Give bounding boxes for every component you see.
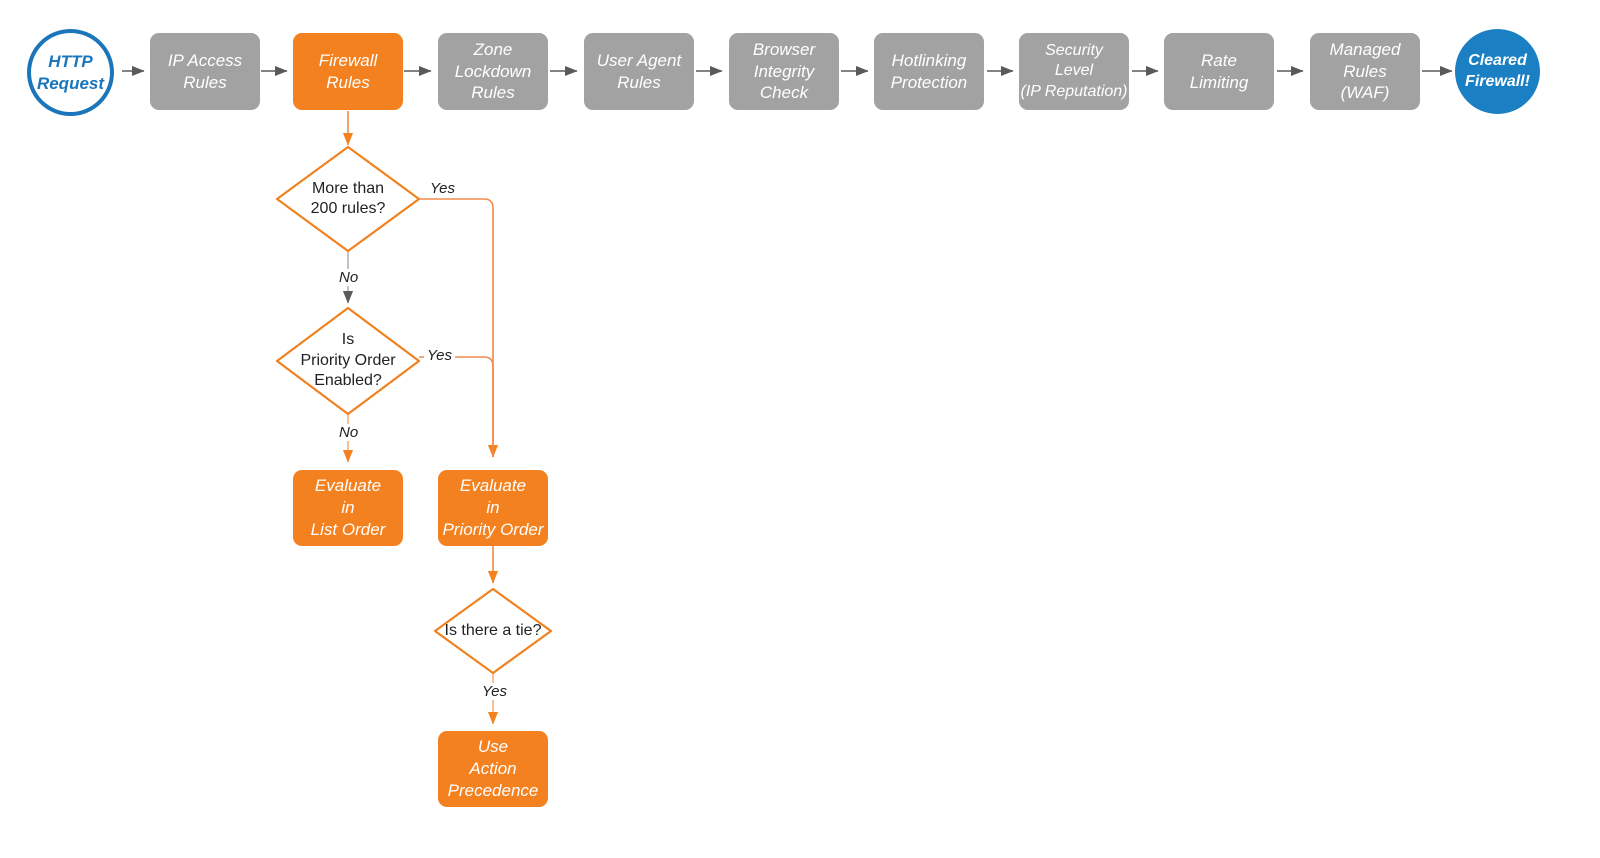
edge-label-yes-more-rules: Yes [427, 180, 459, 197]
node-evaluate-in-priority-order-label: Evaluate in Priority Order [442, 476, 544, 539]
node-security-level[interactable]: Security Level (IP Reputation) [1019, 33, 1129, 110]
node-cleared-firewall-label: Cleared Firewall! [1465, 52, 1530, 90]
node-rate-limiting-label: Rate Limiting [1189, 50, 1249, 92]
node-http-request-label: HTTP Request [36, 51, 105, 93]
node-evaluate-in-list-order-label: Evaluate in List Order [310, 476, 386, 539]
edge-label-yes-tie: Yes [479, 683, 511, 700]
node-zone-lockdown-rules[interactable]: Zone Lockdown Rules [438, 33, 548, 110]
node-zone-lockdown-rules-label: Zone Lockdown Rules [454, 39, 532, 103]
node-evaluate-in-list-order[interactable]: Evaluate in List Order [293, 470, 403, 546]
node-user-agent-rules[interactable]: User Agent Rules [584, 33, 694, 110]
node-evaluate-in-priority-order[interactable]: Evaluate in Priority Order [438, 470, 548, 546]
node-firewall-rules-label: Firewall Rules [318, 50, 378, 92]
node-cleared-firewall[interactable]: Cleared Firewall! [1455, 29, 1540, 114]
node-hotlinking-protection[interactable]: Hotlinking Protection [874, 33, 984, 110]
node-browser-integrity-check[interactable]: Browser Integrity Check [729, 33, 839, 110]
node-ip-access-rules-label: IP Access Rules [167, 50, 243, 92]
node-user-agent-rules-label: User Agent Rules [596, 50, 682, 92]
node-managed-rules-waf[interactable]: Managed Rules (WAF) [1310, 33, 1420, 110]
node-rate-limiting[interactable]: Rate Limiting [1164, 33, 1274, 110]
node-firewall-rules[interactable]: Firewall Rules [293, 33, 403, 110]
node-more-than-200-rules-label: More than 200 rules? [310, 179, 386, 217]
node-browser-integrity-check-label: Browser Integrity Check [752, 39, 816, 103]
node-is-there-a-tie[interactable]: Is there a tie? [435, 589, 551, 673]
edge-priority-yes [419, 356, 494, 457]
node-more-than-200-rules[interactable]: More than 200 rules? [277, 147, 419, 251]
node-use-action-precedence[interactable]: Use Action Precedence [438, 731, 548, 807]
node-use-action-precedence-label: Use Action Precedence [447, 737, 539, 800]
node-ip-access-rules[interactable]: IP Access Rules [150, 33, 260, 110]
node-http-request[interactable]: HTTP Request [27, 29, 114, 116]
node-security-level-label: Security Level (IP Reputation) [1020, 41, 1128, 100]
node-is-there-a-tie-label: Is there a tie? [444, 621, 542, 639]
edge-label-no-priority: No [336, 424, 362, 441]
edge-more-rules-yes [419, 198, 499, 458]
node-managed-rules-waf-label: Managed Rules (WAF) [1329, 39, 1401, 103]
node-hotlinking-protection-label: Hotlinking Protection [890, 50, 968, 92]
edge-label-no-more-rules: No [336, 269, 362, 286]
node-is-priority-order-enabled[interactable]: Is Priority Order Enabled? [277, 308, 419, 414]
node-is-priority-order-enabled-label: Is Priority Order Enabled? [300, 331, 396, 390]
edge-label-yes-priority: Yes [424, 347, 456, 364]
